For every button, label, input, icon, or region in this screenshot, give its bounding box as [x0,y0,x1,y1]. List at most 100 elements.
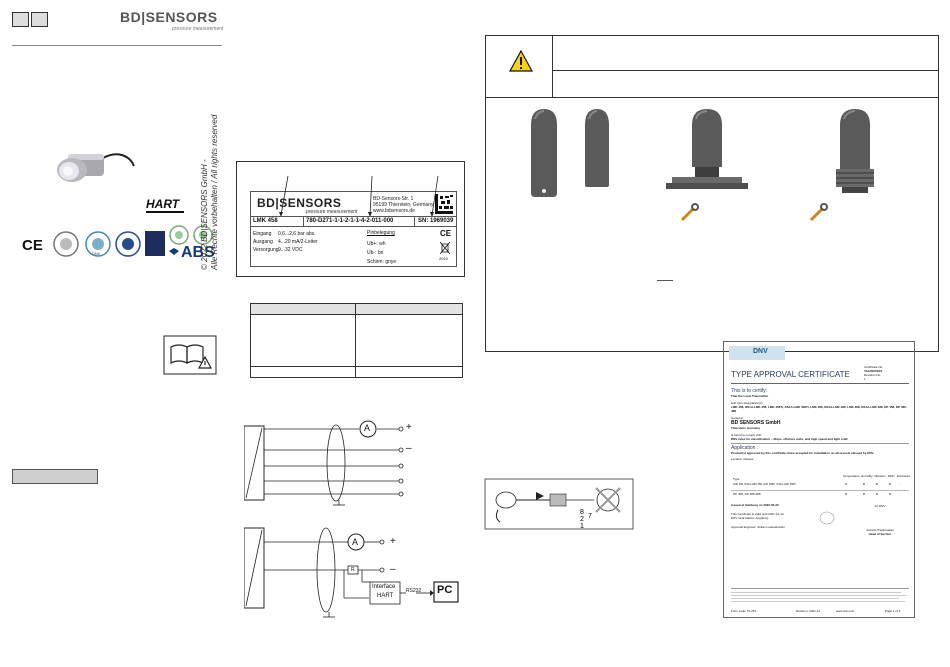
spec-label-output: Ausgang [253,239,273,245]
table-row-2-enc: - [899,492,900,496]
sensor-variant-2 [585,109,609,187]
cert-issued-label: Issued to [731,416,744,420]
hart-underline [146,211,184,213]
small-dash [657,280,673,281]
pin-table [250,303,463,378]
revision-no: 1 [864,377,866,381]
nameplate-rule-2 [250,226,457,227]
cert-location-table: Type Temperature Humidity Vibration EMC … [731,474,911,499]
table-row-1-emc: B [889,482,892,486]
spec-value-input: 0,6...2,6 bar abs. [278,231,316,237]
cert-footer-form: Form code: TA 251 [731,609,757,613]
corner-box-1 [12,12,29,27]
certification-seal-5 [169,225,189,245]
spec-label-supply: Versorgung [253,247,279,253]
cert-comply-rules: DNV rules for classification – Ships, of… [731,437,848,441]
spec-value-output: 4...20 mA/2-Leiter [278,239,318,245]
cert-no-label: Certificate No: [864,365,884,369]
rs232-label: RS232 [406,588,422,594]
pin-2: Ub-: bn [367,250,384,256]
dnv-logo: DNV [753,348,768,355]
sign-plus-top: + [406,422,412,433]
cert-no: TAA00001XX [864,369,883,373]
sensor-variant-flange [666,109,748,189]
pin-table-rule-2 [250,366,463,367]
address-line-3: www.bdsensors.de [373,208,415,214]
pin-table-header [251,304,462,314]
cert-designation-label: with type designation(s) [731,401,763,405]
pin-1: Ub+: wh [367,241,386,247]
table-row-1-enc: - [899,482,900,486]
certification-seal-6 [193,225,213,245]
cert-issue-block: Issued at Hamburg on 2022-05-20 This Cer… [731,503,785,529]
nameplate-spec-values: 0,6...2,6 bar abs. 4...20 mA/2-Leiter 9.… [278,230,318,254]
cert-footnote-lines [731,590,909,604]
cert-application-title: Application : [731,443,909,451]
table-head-vib: Vibration [874,474,886,478]
cert-designation: LMK 458, DS1A-LMK 458, LMK 458Ti, DS1A-L… [731,405,907,413]
table-head-enc: Enclosure [897,474,911,478]
pin-table-rule-1 [250,314,463,315]
datamatrix-code [435,194,453,214]
nameplate-tagline: pressure measurement [306,209,358,215]
meter-a-bottom: A [352,537,359,547]
wrench-icon-2 [809,203,828,222]
nameplate-code: 780-D271-1-1-2-1-1-4-2-011-000 [306,218,394,224]
dnv-stamp [819,511,835,525]
ce-mark: CE [22,237,43,254]
dnv-seal [85,231,111,257]
resistor-label: R [351,567,355,573]
copyright-vertical: © 2022 BD|SENSORS GmbH - Alle Rechte vor… [200,70,220,270]
certificate-title: TYPE APPROVAL CERTIFICATE [731,370,850,379]
sensor-product-image [57,153,135,182]
brand-logo: BD|SENSORS [120,9,218,25]
warning-frame-divider [552,35,553,97]
interface-label-2: HART [377,593,394,599]
sign-minus-top: – [406,443,412,454]
certification-seal-1 [53,231,79,257]
cert-application-text: Product(s) approved by this certificate … [731,451,874,455]
table-row-2-emc: B [889,492,892,496]
cert-signer: Joannis Papanuskas [866,528,894,532]
table-head-type: Type [733,477,740,481]
wiring-diagram-2wire [244,420,404,506]
spec-value-supply: 9...32 VDC [278,247,303,253]
nameplate-spec-labels: Eingang Ausgang Versorgung [253,230,279,254]
nameplate-serial: SN: 1969039 [418,218,454,224]
table-row-2-type: DP 458, DP 486-488 [733,492,761,496]
nameplate-label [250,191,457,267]
cert-location-label: Location classes: [731,457,755,461]
cert-footer-page: Page 1 of 2 [885,609,901,613]
cert-rule-1 [731,383,909,384]
pin-3: Schirm: gnye [367,259,397,265]
cert-for-dnv: for DNV [874,504,886,508]
cert-product: That the Level Transmitter [731,394,769,398]
nameplate-frame [236,161,465,277]
abs-logo: ABS [181,244,215,261]
pin-table-divider [355,303,356,378]
table-row-1-humid: B [863,482,866,486]
weee-bin-icon [440,242,450,254]
warning-frame-rule [485,97,939,98]
lloyds-register-logo [145,231,165,256]
nameplate-brand: BD|SENSORS [257,196,342,210]
nameplate-year: 2010 [439,256,448,261]
certification-seal-3 [115,231,141,257]
hart-logo: HART [146,197,180,211]
cert-approval-engineer: Approval Engineer: Zoltan Lewandowski [731,524,785,529]
table-head-emc: EMC [888,474,895,478]
cert-valid-until: This Certificate is valid until 2027-12-… [731,511,785,516]
table-head-humid: Humidity [861,474,873,478]
spec-label-input: Eingang [253,231,272,237]
cert-issued-to: BD SENSORS GmbH [731,420,781,426]
pin-header: Pinbelegung [367,230,395,236]
meter-a-top: A [364,423,371,433]
dnv-seal-label: DNV [92,251,101,256]
corner-box-2 [31,12,48,27]
cert-signer-role: Head of Section [868,532,892,536]
table-row-1-vib: B [876,482,879,486]
table-head-temp: Temperature [843,474,860,478]
svg-text:1: 1 [580,523,584,530]
sign-minus-bottom: – [390,564,396,575]
read-manual-warning-icon [163,335,217,375]
